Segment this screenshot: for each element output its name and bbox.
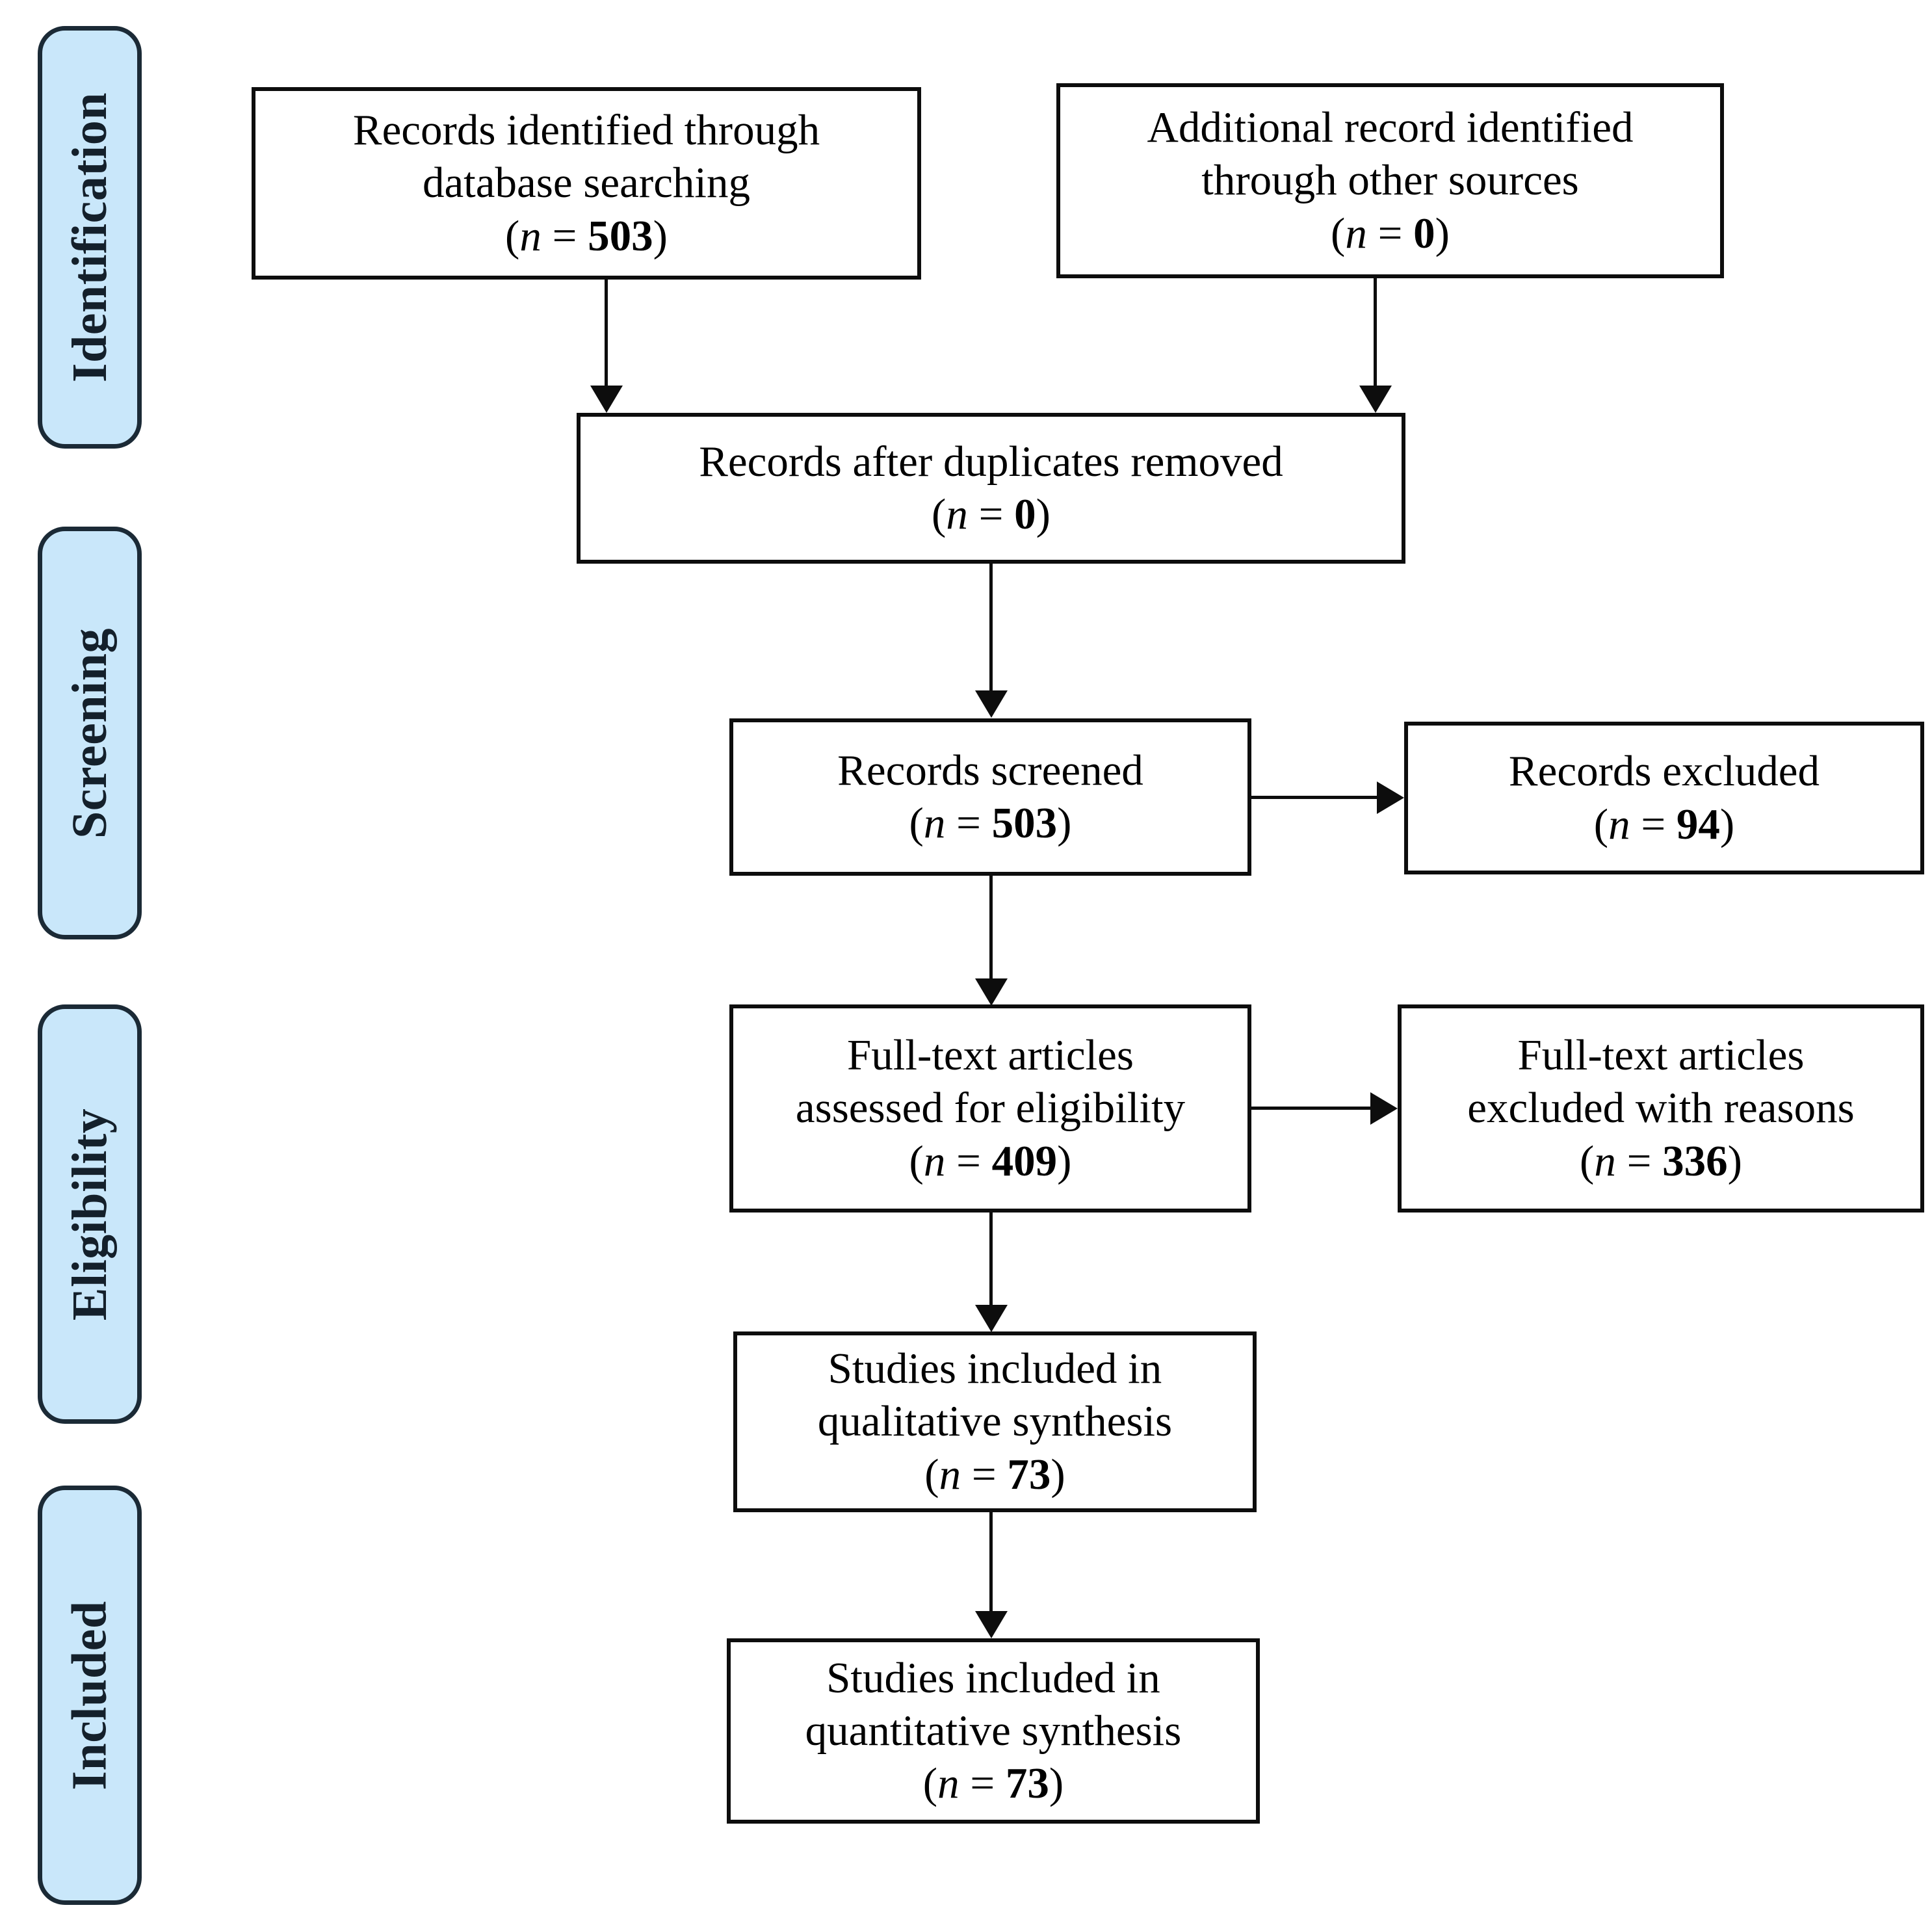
arrowhead-duplicates-to-screened: [975, 690, 1008, 718]
box-records-screened: Records screened (n = 503): [729, 718, 1251, 876]
box-database-search-text: Records identified through database sear…: [343, 104, 830, 262]
box-fulltext-excluded-text: Full-text articles excluded with reasons…: [1457, 1029, 1864, 1187]
stage-label-identification: Identification: [62, 92, 117, 383]
box-database-search: Records identified through database sear…: [252, 87, 921, 280]
box-fulltext-assessed: Full-text articles assessed for eligibil…: [729, 1004, 1251, 1213]
stage-pill-identification: Identification: [38, 26, 142, 449]
box-records-screened-line1: Records screened: [837, 746, 1143, 794]
box-database-search-line2: database searching: [422, 159, 751, 207]
box-duplicates-removed: Records after duplicates removed (n = 0): [577, 413, 1405, 564]
box-qualitative-synthesis-count: (n = 73): [924, 1450, 1065, 1499]
arrowhead-other-sources-to-duplicates: [1359, 386, 1392, 413]
box-fulltext-assessed-line1: Full-text articles: [847, 1031, 1134, 1080]
box-qualitative-synthesis-text: Studies included in qualitative synthesi…: [807, 1343, 1182, 1501]
box-records-excluded-count: (n = 94): [1593, 800, 1735, 848]
box-other-sources-line1: Additional record identified: [1147, 103, 1634, 152]
box-records-excluded: Records excluded (n = 94): [1404, 722, 1924, 874]
box-qualitative-synthesis-line1: Studies included in: [828, 1344, 1162, 1393]
connector-fulltext-to-qualitative: [989, 1213, 993, 1307]
box-fulltext-excluded-line1: Full-text articles: [1517, 1031, 1805, 1080]
box-quantitative-synthesis-line1: Studies included in: [826, 1653, 1160, 1702]
stage-label-screening: Screening: [62, 627, 118, 839]
box-fulltext-assessed-line2: assessed for eligibility: [795, 1084, 1186, 1133]
box-duplicates-removed-count: (n = 0): [932, 490, 1051, 538]
arrowhead-database-to-duplicates: [590, 386, 623, 413]
arrowhead-screened-to-excluded: [1377, 781, 1404, 814]
stage-label-included: Included: [62, 1600, 118, 1790]
arrowhead-qualitative-to-quantitative: [975, 1611, 1008, 1638]
box-duplicates-removed-line1: Records after duplicates removed: [699, 437, 1283, 486]
connector-fulltext-to-excluded: [1251, 1107, 1372, 1110]
connector-database-to-duplicates: [605, 280, 608, 387]
connector-duplicates-to-screened: [989, 564, 993, 691]
box-fulltext-excluded-line2: excluded with reasons: [1467, 1084, 1855, 1133]
box-other-sources-text: Additional record identified through oth…: [1137, 101, 1644, 259]
stage-pill-eligibility: Eligibility: [38, 1004, 142, 1424]
arrowhead-screened-to-fulltext: [975, 978, 1008, 1006]
box-database-search-count: (n = 503): [505, 211, 668, 260]
box-fulltext-excluded: Full-text articles excluded with reasons…: [1398, 1004, 1924, 1213]
box-quantitative-synthesis: Studies included in quantitative synthes…: [727, 1638, 1260, 1824]
arrowhead-fulltext-to-excluded: [1370, 1092, 1398, 1125]
box-duplicates-removed-text: Records after duplicates removed (n = 0): [688, 436, 1294, 541]
box-records-excluded-text: Records excluded (n = 94): [1498, 745, 1830, 850]
box-records-screened-text: Records screened (n = 503): [827, 744, 1154, 850]
box-database-search-line1: Records identified through: [352, 106, 820, 155]
box-quantitative-synthesis-text: Studies included in quantitative synthes…: [795, 1652, 1192, 1810]
stage-pill-included: Included: [38, 1486, 142, 1905]
box-records-screened-count: (n = 503): [909, 799, 1072, 847]
box-records-excluded-line1: Records excluded: [1508, 747, 1820, 796]
box-quantitative-synthesis-count: (n = 73): [922, 1759, 1064, 1808]
box-qualitative-synthesis-line2: qualitative synthesis: [817, 1397, 1173, 1446]
box-fulltext-excluded-count: (n = 336): [1580, 1136, 1742, 1185]
box-fulltext-assessed-text: Full-text articles assessed for eligibil…: [785, 1029, 1195, 1187]
stage-pill-screening: Screening: [38, 527, 142, 939]
stage-label-eligibility: Eligibility: [62, 1108, 117, 1320]
box-qualitative-synthesis: Studies included in qualitative synthesi…: [733, 1331, 1257, 1512]
connector-qualitative-to-quantitative: [989, 1512, 993, 1613]
box-quantitative-synthesis-line2: quantitative synthesis: [805, 1706, 1182, 1755]
box-other-sources-line2: through other sources: [1201, 156, 1579, 205]
arrowhead-fulltext-to-qualitative: [975, 1305, 1008, 1332]
box-other-sources-count: (n = 0): [1331, 209, 1450, 257]
connector-screened-to-fulltext: [989, 876, 993, 980]
box-other-sources: Additional record identified through oth…: [1056, 83, 1724, 278]
connector-other-sources-to-duplicates: [1374, 278, 1377, 387]
connector-screened-to-excluded: [1251, 796, 1378, 799]
box-fulltext-assessed-count: (n = 409): [909, 1136, 1072, 1185]
